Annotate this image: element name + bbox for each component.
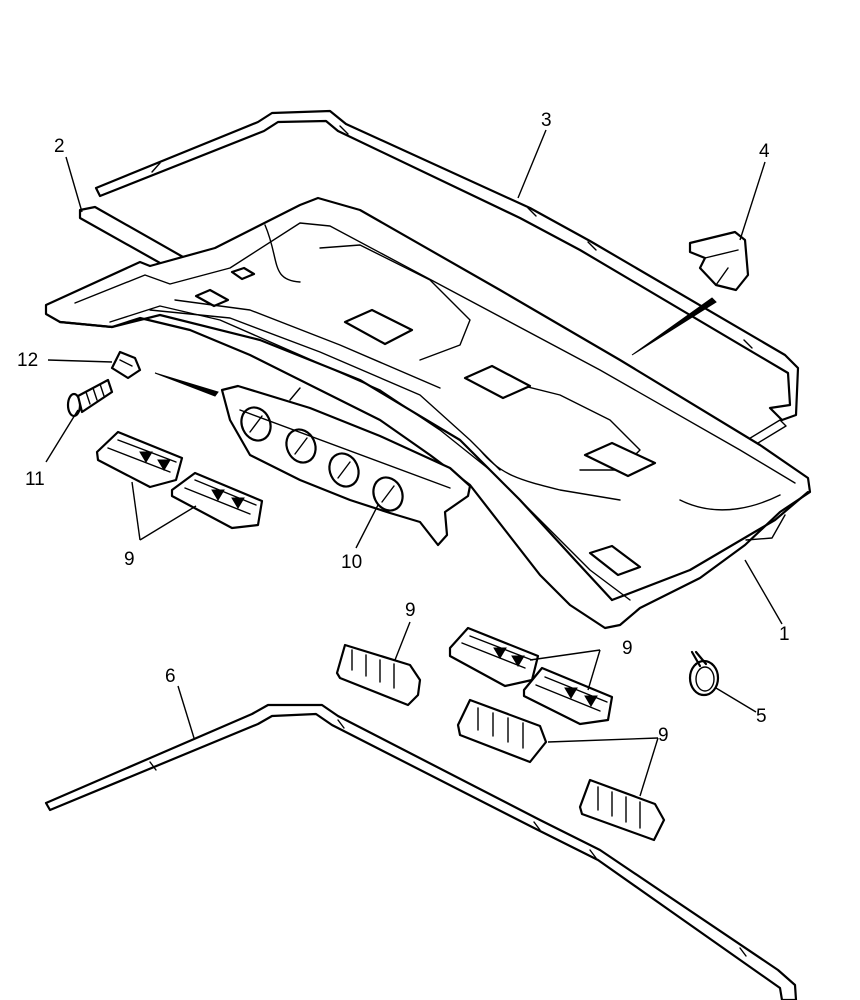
vent-grille-9-left-a <box>95 430 184 489</box>
arrow-wedge-screw <box>154 372 219 397</box>
clip-4 <box>688 230 750 292</box>
clip-nut-12 <box>110 350 142 380</box>
vent-grille-9-right-d <box>578 778 666 842</box>
main-panel <box>44 196 812 630</box>
vent-grille-9-center <box>335 643 422 707</box>
hose-clamp-5 <box>688 650 720 697</box>
callout-9-top: 9 <box>405 600 416 621</box>
callout-2: 2 <box>54 136 65 157</box>
callout-12: 12 <box>17 350 38 371</box>
callout-4: 4 <box>759 141 770 162</box>
seal-strip-3 <box>94 109 800 422</box>
screw-11 <box>66 378 114 418</box>
callout-9-mid: 9 <box>622 638 633 659</box>
callout-1: 1 <box>779 624 790 645</box>
vent-grille-9-right-b <box>522 666 614 726</box>
arrow-wedge-clip <box>631 297 717 356</box>
vent-duct-10 <box>220 384 472 547</box>
leader-lines <box>45 129 783 797</box>
callout-9-left: 9 <box>124 549 135 570</box>
callout-11: 11 <box>25 469 45 490</box>
callout-3: 3 <box>541 110 552 131</box>
vent-grille-9-right-a <box>448 626 540 688</box>
vent-grille-9-right-c <box>456 698 548 764</box>
callout-9-low: 9 <box>658 725 669 746</box>
vent-grille-9-left-b <box>170 471 264 530</box>
callout-5: 5 <box>756 706 767 727</box>
callout-6: 6 <box>165 666 176 687</box>
seal-strip-6 <box>44 703 798 1000</box>
callout-10: 10 <box>341 552 362 573</box>
